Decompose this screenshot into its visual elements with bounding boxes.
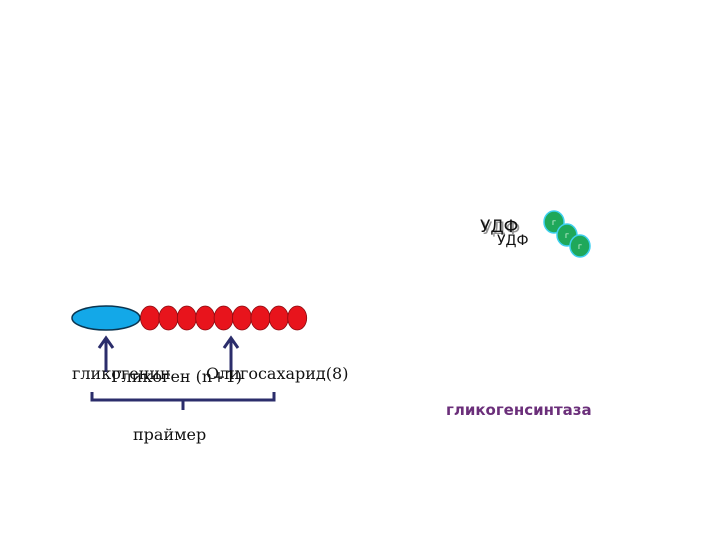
primer-brace xyxy=(90,392,276,410)
glycogen-synthase-label: гликогенсинтаза xyxy=(446,401,592,419)
glucose-letter: г xyxy=(565,231,569,240)
udp-glucose-group: УДФ УДФ УДФ ггг xyxy=(480,210,591,258)
glycogenin-label: гликогенин xyxy=(72,364,171,383)
glucose-unit xyxy=(158,305,179,331)
glucose-unit xyxy=(213,305,234,331)
glucose-letter: г xyxy=(578,242,582,251)
glucose-unit xyxy=(250,305,271,331)
udf-label-second: УДФ xyxy=(497,233,529,249)
glucose-letter: г xyxy=(552,218,556,227)
glucose-unit xyxy=(232,305,252,331)
glycogenin-ellipse xyxy=(71,305,141,331)
glucose-unit xyxy=(287,305,308,331)
glucose-unit xyxy=(140,305,160,331)
glycogen-label: Гликоген (n+1) xyxy=(111,367,243,386)
udf-label-shadow: УДФ xyxy=(482,219,520,239)
glycogenin-arrow xyxy=(97,335,115,372)
oligosaccharide-arrow xyxy=(222,335,240,372)
udp-glucose-unit: г xyxy=(569,234,591,258)
oligosaccharide-label: Олигосахарид(8) xyxy=(206,364,349,383)
glucose-chain xyxy=(140,305,308,331)
glucose-unit xyxy=(268,305,289,331)
glucose-unit xyxy=(195,305,216,331)
glucose-unit xyxy=(176,305,197,331)
udf-label: УДФ xyxy=(480,217,518,237)
primer-label: праймер xyxy=(133,425,207,444)
